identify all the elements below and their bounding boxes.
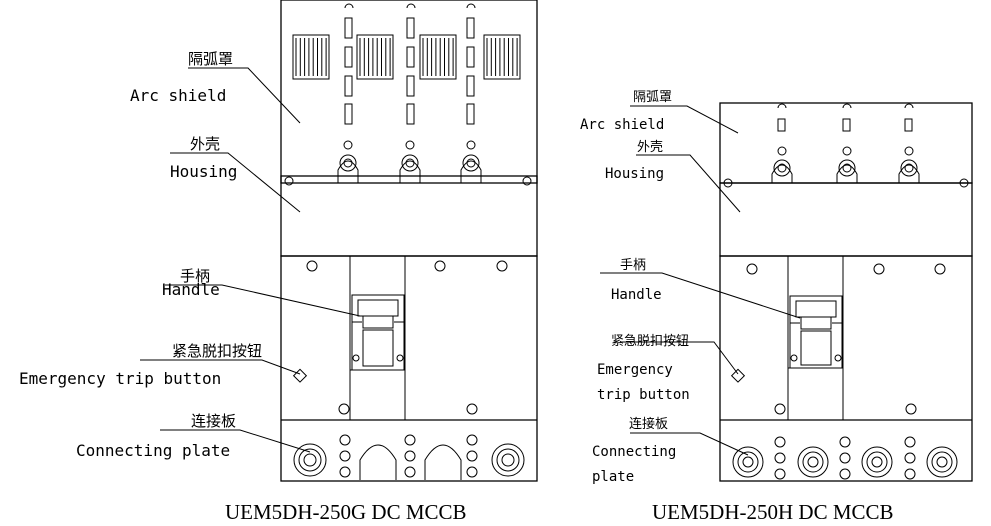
left-label-trip-en: Emergency trip button <box>19 369 221 388</box>
right-body-screws <box>746 263 946 415</box>
right-leader-lines <box>600 105 801 456</box>
right-label-plate-en-1: Connecting <box>592 444 676 460</box>
left-label-housing-cn: 外壳 <box>190 135 220 153</box>
left-lower-body <box>280 255 538 482</box>
left-breaker: 隔弧罩 Arc shield 外壳 Housing 手柄 Handle 紧急脱扣… <box>19 0 538 524</box>
right-terminals <box>732 436 958 480</box>
left-label-plate-en: Connecting plate <box>76 441 230 460</box>
left-label-trip-cn: 紧急脱扣按钮 <box>172 342 262 360</box>
left-label-handle-en: Handle <box>162 280 220 299</box>
right-label-housing-cn: 外壳 <box>637 140 663 155</box>
left-label-arc-cn: 隔弧罩 <box>188 50 233 68</box>
right-handle <box>787 295 844 421</box>
left-leader-lines <box>140 67 361 453</box>
right-label-trip-en-2: trip button <box>597 387 690 403</box>
right-label-housing-en: Housing <box>605 166 664 182</box>
right-housing-screws <box>723 178 969 188</box>
left-label-housing-en: Housing <box>170 162 237 181</box>
right-label-handle-en: Handle <box>611 287 662 303</box>
right-label-arc-cn: 隔弧罩 <box>633 90 672 105</box>
right-label-trip-en-1: Emergency <box>597 362 673 378</box>
left-vent-grilles <box>292 34 521 80</box>
right-lower-body <box>719 255 973 482</box>
left-body-screws <box>306 260 508 415</box>
left-terminals <box>293 434 525 480</box>
left-housing <box>280 175 538 257</box>
left-handle <box>349 294 406 421</box>
right-slots <box>771 103 920 183</box>
right-caption: UEM5DH-250H DC MCCB <box>652 500 894 524</box>
left-label-plate-cn: 连接板 <box>191 412 236 430</box>
right-breaker: 隔弧罩 Arc shield 外壳 Housing 手柄 Handle 紧急脱扣… <box>580 90 973 524</box>
right-label-handle-cn: 手柄 <box>620 258 646 273</box>
right-label-plate-en-2: plate <box>592 469 634 485</box>
right-label-arc-en: Arc shield <box>580 117 664 133</box>
left-caption: UEM5DH-250G DC MCCB <box>225 500 467 524</box>
left-trip-button <box>292 368 308 383</box>
right-housing <box>719 182 973 257</box>
left-label-arc-en: Arc shield <box>130 86 226 105</box>
left-slot-columns <box>344 3 476 125</box>
right-label-plate-cn: 连接板 <box>629 416 668 432</box>
left-housing-screws <box>284 176 532 186</box>
right-label-trip-cn: 紧急脱扣按钮 <box>611 334 689 349</box>
right-arc-shield-body <box>719 102 973 184</box>
left-shield-screws <box>337 140 482 183</box>
left-label-handle-cn: 手柄 <box>180 267 210 285</box>
right-trip-button <box>730 368 746 383</box>
left-arc-shield-body <box>280 0 538 184</box>
